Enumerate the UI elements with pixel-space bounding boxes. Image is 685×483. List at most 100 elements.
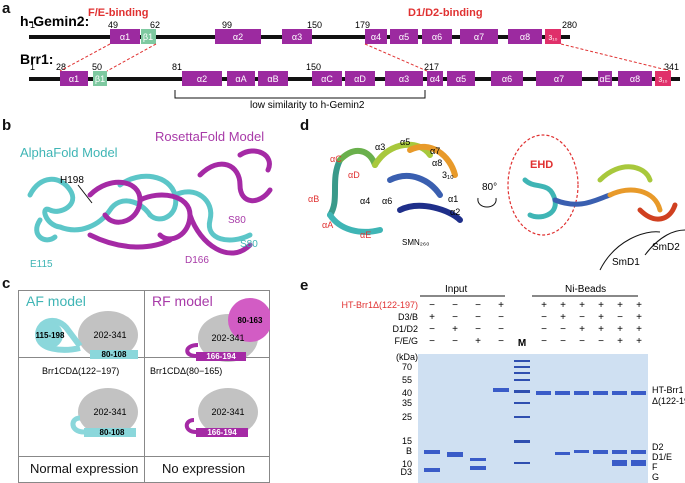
panel-a-domain-diagram: h-Gemin2: Brr1: F/E-binding D1/D2-bindin… [20,7,680,111]
gemin2-a1: α1 [120,32,130,42]
band-htbrr1-label: HT-Brr1 [652,385,684,395]
svg-text:−: − [541,312,547,323]
gemin2-pos-62: 62 [150,20,160,30]
af-tail-label: 80-108 [102,350,127,359]
svg-text:15: 15 [402,436,412,446]
d-label-aE: αE [360,230,371,240]
brr1-pos-341: 341 [664,62,679,72]
svg-text:25: 25 [402,412,412,422]
brr1-aB: αB [267,74,278,84]
d-label-a8: α8 [432,158,442,168]
brr1-a4: α4 [430,74,440,84]
gemin2-a7: α7 [474,32,484,42]
svg-text:+: + [560,312,566,323]
no-expression-label: No expression [162,461,246,476]
svg-text:+: + [617,300,623,311]
svg-text:+: + [636,324,642,335]
panel-c-letter: c [2,275,11,292]
svg-text:+: + [617,336,623,347]
panel-a-letter: a [2,0,11,17]
svg-text:+: + [598,324,604,335]
panel-d-letter: d [300,117,310,134]
rf2-core-label: 202-341 [211,407,244,417]
gemin2-a5: α5 [399,32,409,42]
gemin2-pos-99: 99 [222,20,232,30]
d-label-aC: αC [330,154,342,164]
brr1-aE: αE [599,74,610,84]
svg-text:−: − [498,324,504,335]
svg-text:−: − [429,336,435,347]
brr1-a8: α8 [630,74,640,84]
svg-text:35: 35 [402,398,412,408]
panel-b-letter: b [2,117,12,134]
input-header: Input [445,284,467,295]
d-label-a3: α3 [375,142,385,152]
svg-text:−: − [475,300,481,311]
svg-text:+: + [579,300,585,311]
svg-text:−: − [475,324,481,335]
svg-text:−: − [579,336,585,347]
svg-text:−: − [598,336,604,347]
d166-label: D166 [185,255,209,266]
rf-ball-label: 80-163 [238,316,263,325]
input-signs: − − − + + − − − − + − − − − + − [429,300,504,347]
normal-expression-label: Normal expression [30,461,139,476]
svg-text:10: 10 [402,459,412,469]
brr1-pos-81: 81 [172,62,182,72]
d-label-aD: αD [348,170,360,180]
svg-text:+: + [452,324,458,335]
brr1-310: 3₁₀ [658,77,667,84]
svg-text:−: − [560,336,566,347]
svg-text:−: − [498,336,504,347]
gemin2-pos-49: 49 [108,20,118,30]
gemin2-pos-179: 179 [355,20,370,30]
gemin2-a6: α6 [432,32,442,42]
brr1-pos-150: 150 [306,62,321,72]
brr1-a6: α6 [502,74,512,84]
e115-label: E115 [30,259,53,270]
svg-text:−: − [475,312,481,323]
low-similarity-label: low similarity to h-Gemin2 [250,100,365,111]
af2-core-label: 202-341 [93,407,126,417]
d1d2-binding-label: D1/D2-binding [408,7,483,19]
svg-text:55: 55 [402,375,412,385]
row-label-d3b: D3/B [398,312,418,322]
af-core-label: 202-341 [93,330,126,340]
brr1-label: Brr1: [20,51,53,67]
d-label-aB: αB [308,194,319,204]
gel-background [418,354,648,483]
gemin2-pos-1: 1 [30,20,35,30]
brr1-a5: α5 [456,74,466,84]
svg-text:−: − [429,300,435,311]
d-label-aA: αA [322,220,333,230]
svg-text:−: − [452,312,458,323]
s80-cyan-label: S80 [240,239,258,250]
ehd-label: EHD [530,159,553,171]
gemin2-label: h-Gemin2: [20,13,89,29]
d-label-a5: α5 [400,137,410,147]
af-loop-label: 115-198 [36,331,65,340]
band-d2-label: D2 [652,442,664,452]
svg-text:+: + [579,324,585,335]
ehd-region [507,134,579,236]
gemin2-a3: α3 [292,32,302,42]
d-label-a4: α4 [360,196,370,206]
svg-text:70: 70 [402,362,412,372]
band-d3-label: D3 [400,467,412,477]
svg-text:−: − [541,336,547,347]
brr1-aD: αD [354,74,366,84]
gemin2-310: 3₁₀ [548,35,557,42]
brr1-aA: αA [235,74,246,84]
band-b-label: B [406,446,412,456]
panel-b-structure-overlay: AlphaFold Model RosettaFold Model H198 S… [20,129,273,270]
af-construct-label: Brr1CDΔ(122−197) [42,366,119,376]
d-label-a7: α7 [430,146,440,156]
brr1-pos-217: 217 [424,62,439,72]
panel-e-gel: Input Ni-Beads HT-Brr1Δ(122-197) D3/B D1… [341,284,685,483]
rf-model-title: RF model [152,293,213,309]
rf-construct-label: Brr1CDΔ(80−165) [150,366,222,376]
ni-beads-header: Ni-Beads [565,284,606,295]
kda-label: (kDa) [396,352,418,362]
brr1-pos-50: 50 [92,62,102,72]
svg-text:−: − [498,312,504,323]
